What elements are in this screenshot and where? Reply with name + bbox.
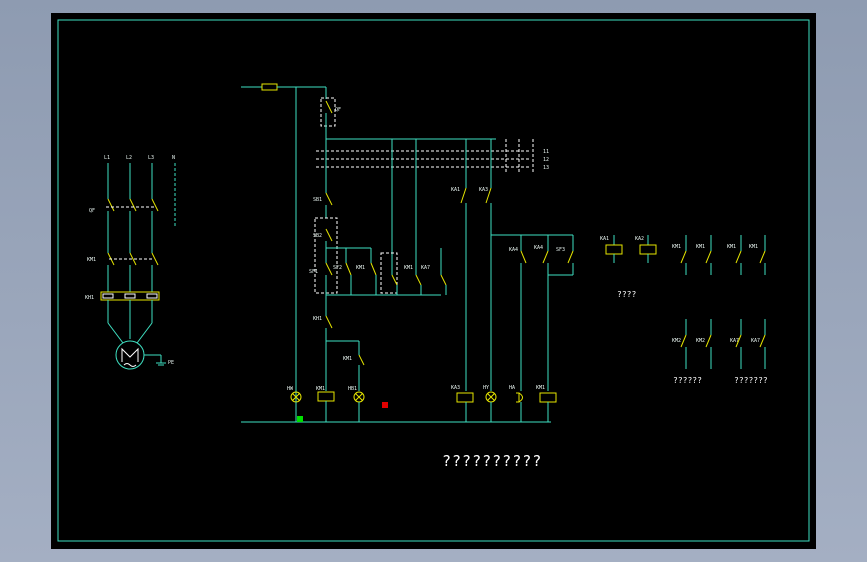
relay-group-caption: ???? [617, 290, 636, 299]
thermal-relay-label-kh1: KH1 [85, 295, 94, 301]
contact-label-ka4-b: KA4 [534, 245, 543, 251]
coil-label-km1: KM1 [316, 386, 325, 392]
control-circuit: QF 11 12 13 SB1 SB2 SF1 SF2 [241, 83, 574, 423]
breaker-label-qf: QF [89, 208, 95, 214]
contact-label-km2-1: KM2 [672, 338, 681, 344]
contact-label-km1-3: KM1 [727, 244, 736, 250]
coil-label-ka4: KM1 [536, 385, 545, 391]
horn-label-ha: HA [509, 385, 515, 391]
switch-label-sf1: SF1 [309, 269, 318, 275]
contact-label-km1-4: KM1 [749, 244, 758, 250]
button-label-sb1: SB1 [313, 197, 322, 203]
bus-label-3: 13 [543, 165, 549, 171]
ground-label-pe: PE [168, 360, 174, 366]
coil-ka4-icon [539, 392, 557, 403]
switch-label-sf2: SF2 [333, 265, 342, 271]
motor-m-icon [121, 347, 139, 362]
drawing-title: ?????????? [442, 452, 542, 470]
contact-label-km1-1: KM1 [672, 244, 681, 250]
horn-ha-icon [516, 392, 523, 403]
relay-label-ka2: KA2 [635, 236, 644, 242]
contact-table: KA1 KA2 ???? KM1 KM1 KM1 KM1 KM2 KM2 [600, 235, 768, 385]
aux-contact-label-kh1: KH1 [313, 316, 322, 322]
contactor-label-km1: KM1 [87, 257, 96, 263]
contact-label-km2-2: KM2 [696, 338, 705, 344]
ka-group-caption: ??????? [734, 376, 768, 385]
km-group-caption: ?????? [673, 376, 702, 385]
red-marker [382, 402, 388, 408]
power-circuit: L1 L2 L3 N QF KM1 KH1 [85, 155, 176, 370]
relay-label-ka1: KA1 [600, 236, 609, 242]
switch-label-sf3: SF3 [556, 247, 565, 253]
aux-contact-label-ka7: KA7 [421, 265, 430, 271]
lamp-label-hb1: HB1 [348, 386, 357, 392]
coil-ka3-icon [456, 392, 474, 403]
aux-contact-label-km1-b: KM1 [404, 265, 413, 271]
contact-label-ka3: KA3 [479, 187, 488, 193]
fuse-symbol [261, 83, 278, 91]
contact-label-ka7-1: KA7 [730, 338, 739, 344]
aux-contact-label-km1-c: KM1 [343, 356, 352, 362]
contact-label-ka1: KA1 [451, 187, 460, 193]
coil-label-ka3: KA3 [451, 385, 460, 391]
button-label-sb2: SB2 [313, 233, 322, 239]
coil-km1-icon [317, 391, 335, 402]
phase-label-l1: L1 [104, 155, 110, 161]
bus-label-2: 12 [543, 157, 549, 163]
circuit-diagram: L1 L2 L3 N QF KM1 KH1 [57, 19, 810, 542]
phase-label-l3: L3 [148, 155, 154, 161]
green-marker [297, 416, 303, 422]
contact-label-ka7-2: KA7 [751, 338, 760, 344]
contact-label-ka4: KA4 [509, 247, 518, 253]
aux-contact-label-qf: QF [335, 107, 341, 113]
lamp-label-hw: HW [287, 386, 294, 392]
drawing-frame [57, 19, 810, 542]
cad-drawing-canvas[interactable]: L1 L2 L3 N QF KM1 KH1 [51, 13, 816, 549]
bus-label-1: 11 [543, 149, 549, 155]
aux-contact-label-km1: KM1 [356, 265, 365, 271]
lamp-label-hy: HY [483, 385, 489, 391]
contact-label-km1-2: KM1 [696, 244, 705, 250]
neutral-label-n: N [172, 155, 175, 161]
phase-label-l2: L2 [126, 155, 132, 161]
